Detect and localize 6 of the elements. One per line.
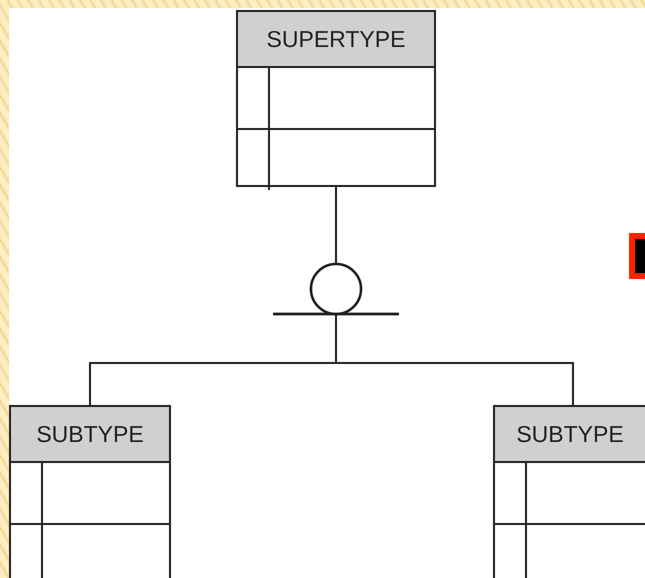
entity-name: SUBTYPE — [495, 407, 645, 463]
entity-table — [236, 10, 436, 187]
entity-name: SUBTYPE — [11, 407, 169, 463]
entity-table — [493, 405, 645, 578]
entity-table — [9, 405, 171, 578]
entity-name: SUPERTYPE — [238, 12, 434, 68]
